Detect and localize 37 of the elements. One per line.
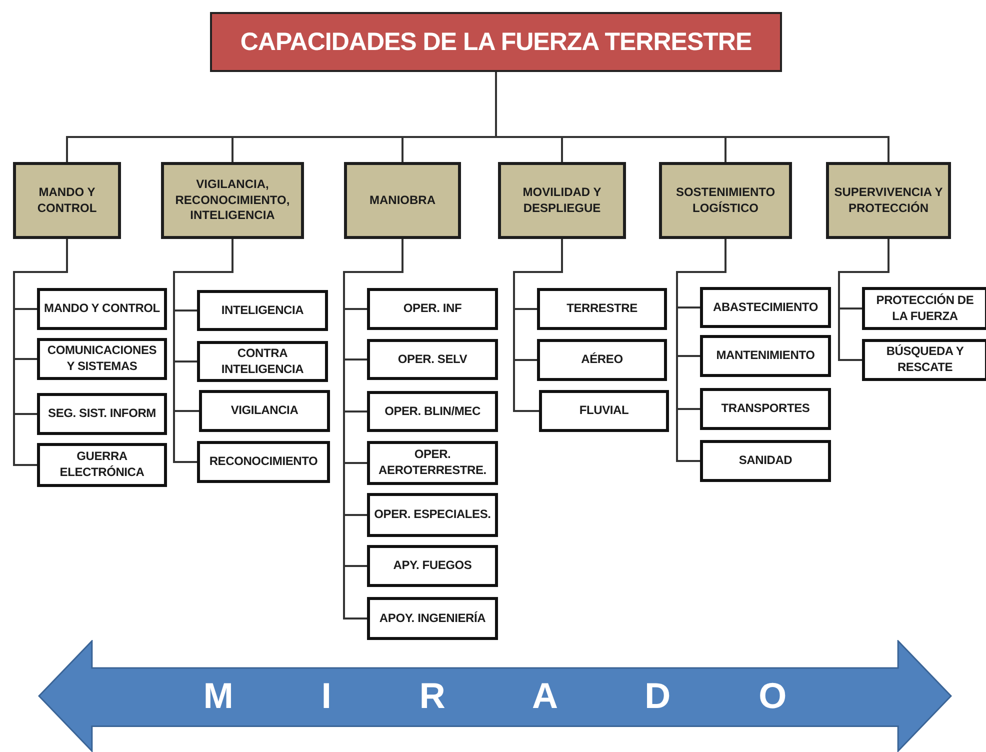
capability-box: OPER. SELV [367, 339, 498, 380]
capability-box: MANDO Y CONTROL [37, 288, 167, 330]
connector-line [838, 239, 890, 361]
connector-line [13, 239, 68, 466]
arrow-label: M I R A D O [203, 674, 787, 718]
capability-box: OPER. INF [367, 288, 498, 330]
title-box: CAPACIDADES DE LA FUERZA TERRESTRE [210, 12, 782, 72]
capability-box: PROTECCIÓN DE LA FUERZA [862, 287, 986, 330]
category-box: SUPERVIVENCIA Y PROTECCIÓN [826, 162, 951, 239]
capability-box: VIGILANCIA [199, 390, 330, 432]
capability-box: COMUNICACIONES Y SISTEMAS [37, 338, 167, 380]
capability-box: SEG. SIST. INFORM [37, 393, 167, 435]
category-box: MOVILIDAD Y DESPLIEGUE [498, 162, 626, 239]
capability-box: OPER. ESPECIALES. [367, 493, 498, 537]
capability-box: APY. FUEGOS [367, 545, 498, 587]
connector-line [173, 239, 234, 463]
category-box: VIGILANCIA, RECONOCIMIENTO, INTELIGENCIA [161, 162, 304, 239]
capability-box: OPER. AEROTERRESTRE. [367, 441, 498, 485]
capability-box: OPER. BLIN/MEC [367, 391, 498, 432]
category-box: MANIOBRA [344, 162, 461, 239]
capability-box: SANIDAD [700, 440, 831, 482]
capability-box: FLUVIAL [539, 390, 669, 432]
category-box: MANDO Y CONTROL [13, 162, 121, 239]
capability-box: MANTENIMIENTO [700, 335, 831, 377]
capability-box: TERRESTRE [537, 288, 667, 330]
capability-box: AÉREO [537, 339, 667, 381]
capability-box: BÚSQUEDA Y RESCATE [862, 339, 986, 381]
category-box: SOSTENIMIENTO LOGÍSTICO [659, 162, 792, 239]
capability-box: ABASTECIMIENTO [700, 287, 831, 328]
capability-box: TRANSPORTES [700, 388, 831, 430]
capability-box: RECONOCIMIENTO [197, 441, 330, 483]
connector-line [676, 239, 726, 462]
capability-box: INTELIGENCIA [197, 290, 328, 331]
capability-box: APOY. INGENIERÍA [367, 597, 498, 640]
connector-line [513, 239, 563, 412]
capability-box: CONTRA INTELIGENCIA [197, 341, 328, 382]
capability-box: GUERRA ELECTRÓNICA [37, 443, 167, 487]
